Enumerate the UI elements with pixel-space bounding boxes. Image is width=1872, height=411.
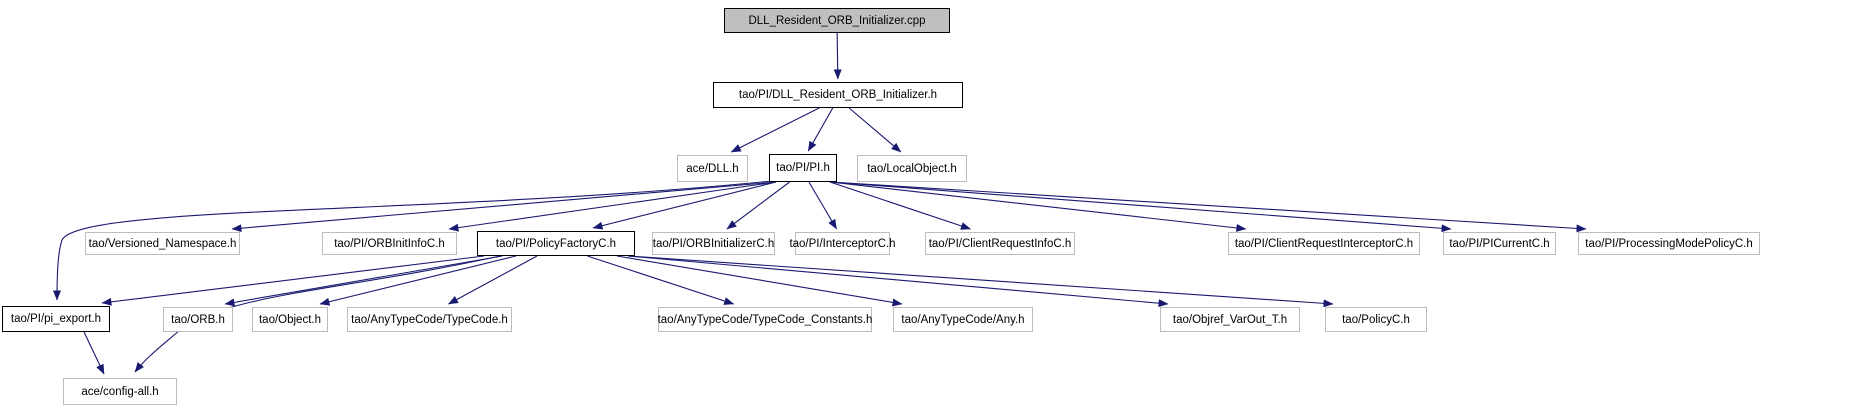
include-edge-policyfactory->typecode	[448, 255, 538, 305]
include-edge-pi->clientreqint	[829, 181, 1247, 232]
include-edge-pi->clientreqinfo	[829, 181, 971, 230]
graph-node-orb: tao/ORB.h	[163, 307, 233, 332]
include-edge-pi->versioned	[231, 181, 777, 233]
include-edge-h->dll	[730, 107, 820, 153]
graph-node-policyc: tao/PolicyC.h	[1325, 307, 1427, 332]
include-edge-pi->orbinitializer	[726, 181, 790, 230]
graph-node-policyfactory[interactable]: tao/PI/PolicyFactoryC.h	[477, 231, 635, 256]
graph-node-versioned: tao/Versioned_Namespace.h	[85, 232, 240, 255]
graph-node-interceptor: tao/PI/InterceptorC.h	[789, 232, 896, 255]
include-edge-pi->processingmode	[829, 181, 1587, 233]
graph-node-cpp: DLL_Resident_ORB_Initializer.cpp	[724, 8, 950, 33]
include-edge-cpp->h	[833, 32, 842, 80]
graph-node-orbinitializer: tao/PI/ORBInitializerC.h	[652, 232, 775, 255]
graph-node-dll: ace/DLL.h	[677, 155, 748, 182]
include-edge-policyfactory->object	[319, 255, 517, 306]
include-edge-policyfactory->objref	[627, 255, 1169, 308]
include-edge-h->pi	[807, 107, 834, 152]
include-edge-pi->picurrent	[829, 181, 1452, 233]
graph-node-pi[interactable]: tao/PI/PI.h	[769, 154, 837, 182]
graph-node-any: tao/AnyTypeCode/Any.h	[893, 307, 1033, 332]
include-edge-pi->piexport	[53, 180, 773, 301]
graph-node-processingmode: tao/PI/ProcessingModePolicyC.h	[1578, 232, 1760, 255]
graph-node-orbinitinfo: tao/PI/ORBInitInfoC.h	[322, 232, 457, 255]
graph-node-localobject: tao/LocalObject.h	[857, 155, 967, 182]
graph-node-h[interactable]: tao/PI/DLL_Resident_ORB_Initializer.h	[713, 82, 963, 108]
include-edge-pi->policyfactory	[592, 181, 777, 230]
graph-node-clientreqint: tao/PI/ClientRequestInterceptorC.h	[1228, 232, 1420, 255]
graph-node-clientreqinfo: tao/PI/ClientRequestInfoC.h	[925, 232, 1075, 255]
include-edge-policyfactory->orb	[224, 255, 503, 307]
include-edge-policyfactory->policyc	[627, 255, 1334, 308]
graph-node-typecodeconst: tao/AnyTypeCode/TypeCode_Constants.h	[658, 307, 872, 332]
include-edge-policyfactory->piexport	[101, 255, 485, 306]
include-edge-policyfactory->typecodeconst	[587, 255, 735, 305]
include-edge-pi->orbinitinfo	[448, 181, 777, 232]
include-edge-piexport->configall	[83, 331, 105, 375]
graph-node-piexport[interactable]: tao/PI/pi_export.h	[2, 306, 110, 332]
graph-node-object: tao/Object.h	[252, 307, 328, 332]
include-edge-h->localobject	[848, 107, 902, 153]
graph-node-configall: ace/config-all.h	[63, 378, 177, 405]
graph-node-picurrent: tao/PI/PICurrentC.h	[1443, 232, 1556, 255]
graph-node-objref: tao/Objref_VarOut_T.h	[1160, 307, 1300, 332]
include-edge-policyfactory->any	[616, 255, 903, 307]
include-edge-pi->interceptor	[808, 181, 838, 230]
graph-node-typecode: tao/AnyTypeCode/TypeCode.h	[347, 307, 512, 332]
